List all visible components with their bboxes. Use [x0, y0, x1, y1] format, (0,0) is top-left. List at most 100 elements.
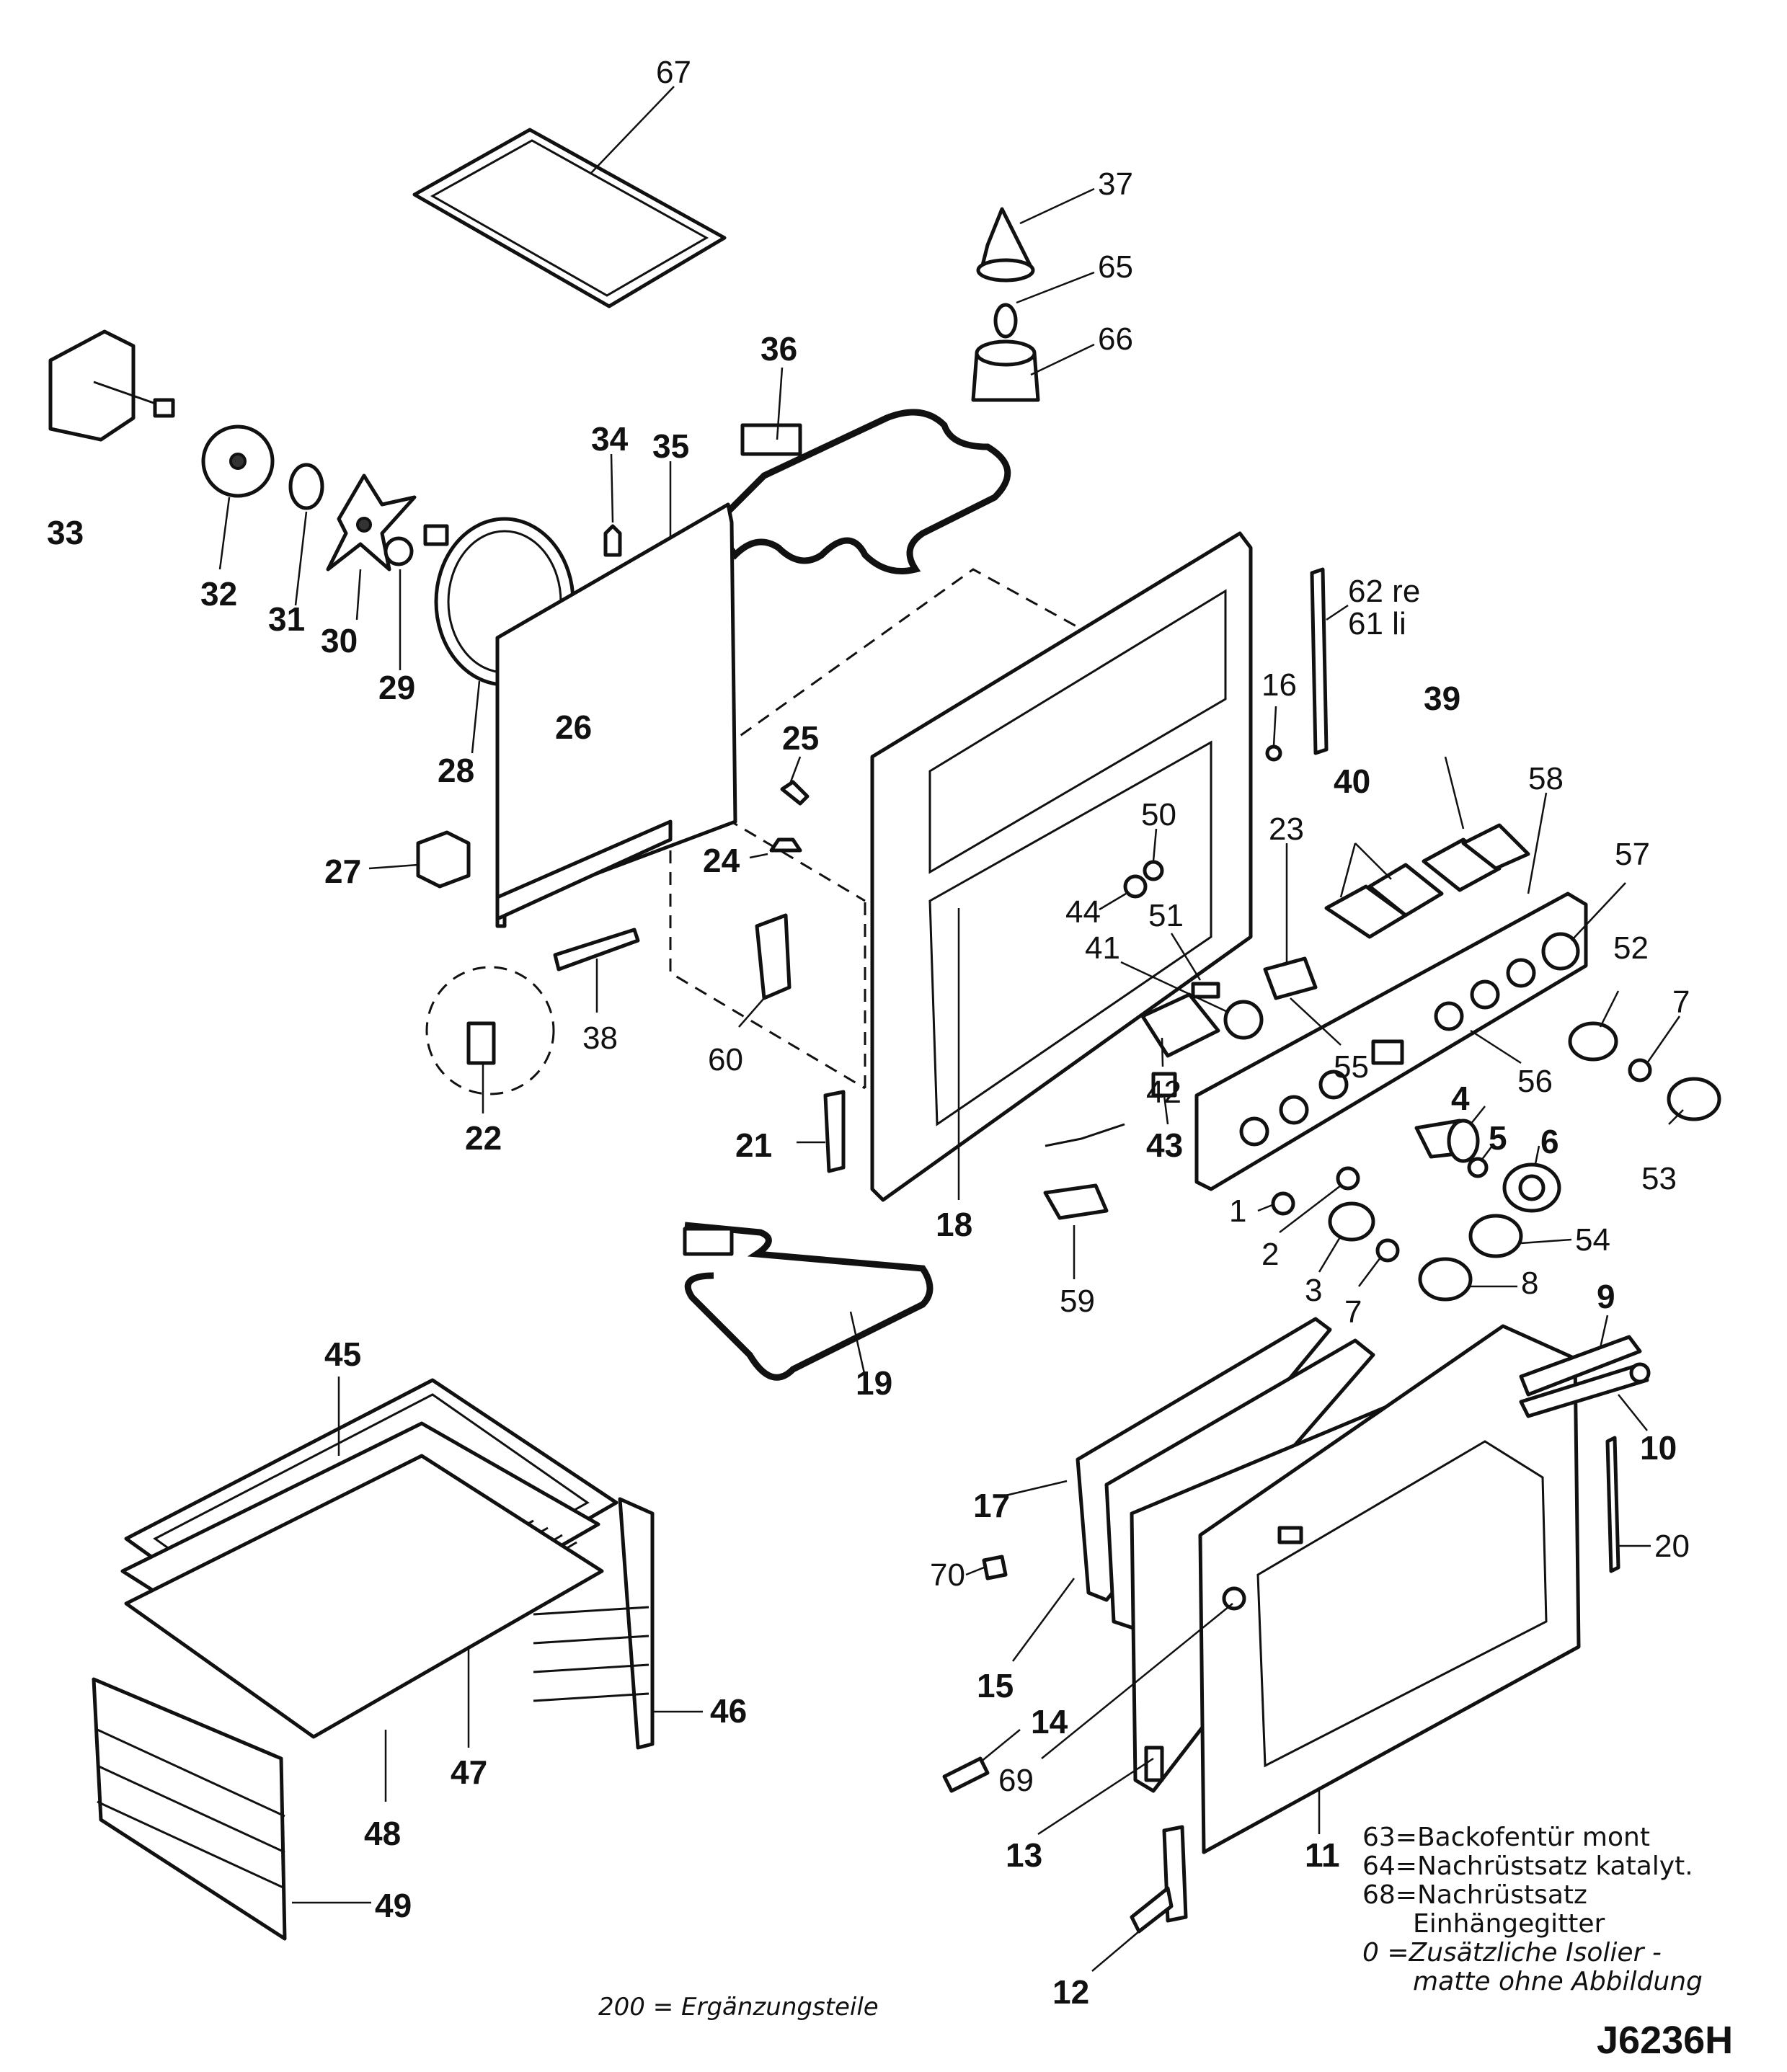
label-15: 15 [977, 1667, 1014, 1704]
part-4-lamp-holder [1414, 1119, 1480, 1163]
label-23: 23 [1269, 812, 1304, 847]
drawing-code: J6236H [1597, 2019, 1734, 2062]
part-21-hinge-receiver [823, 1090, 846, 1173]
label-47: 47 [451, 1753, 487, 1791]
label-5: 5 [1489, 1119, 1507, 1157]
part-51-bracket [1191, 982, 1220, 999]
part-48-drip-tray [124, 1454, 604, 1739]
label-49: 49 [375, 1887, 412, 1924]
legend-box: 63=Backofentür mont 64=Nachrüstsatz kata… [1362, 1823, 1703, 1996]
label-24: 24 [703, 842, 740, 879]
part-24-lamp-holder [769, 837, 802, 853]
legend-line-4: Einhängegitter [1413, 1909, 1605, 1939]
part-9-rail [1519, 1335, 1642, 1397]
label-43: 43 [1146, 1126, 1183, 1164]
part-2-bush [1336, 1166, 1360, 1191]
part-41-lamp-lens [1223, 1000, 1264, 1040]
label-69: 69 [998, 1763, 1034, 1798]
part-7-spring-front [1375, 1238, 1400, 1263]
label-70: 70 [930, 1557, 965, 1593]
part-34-clip [603, 524, 622, 557]
part-8-knob [1418, 1257, 1473, 1302]
label-53: 53 [1641, 1161, 1677, 1196]
part-19-bottom-element [683, 1222, 934, 1381]
label-62re: 62 re [1348, 574, 1420, 609]
footer-note: 200 = Ergänzungsteile [598, 1993, 879, 2022]
label-35: 35 [652, 427, 689, 465]
label-6: 6 [1540, 1123, 1559, 1160]
label-12: 12 [1052, 1973, 1089, 2011]
part-1-screw [1271, 1191, 1295, 1216]
label-60: 60 [708, 1042, 743, 1077]
label-21: 21 [735, 1126, 772, 1164]
part-27-terminal-box [416, 830, 471, 889]
label-17: 17 [973, 1487, 1010, 1524]
label-10: 10 [1640, 1429, 1677, 1467]
label-52: 52 [1613, 930, 1649, 966]
oven-back-panel [495, 502, 737, 928]
part-29-nut [383, 536, 414, 566]
part-50-nut [1143, 860, 1164, 881]
label-27: 27 [324, 853, 361, 890]
legend-line-3: 68=Nachrüstsatz [1362, 1880, 1587, 1910]
label-13: 13 [1006, 1836, 1042, 1874]
part-46-side-rack [533, 1497, 655, 1750]
label-54: 54 [1575, 1222, 1610, 1258]
label-39: 39 [1424, 680, 1460, 717]
part-70-clip [982, 1555, 1008, 1580]
part-12-hinge [1130, 1825, 1188, 1934]
label-44: 44 [1065, 894, 1101, 930]
part-59-terminal-block [1043, 1123, 1125, 1220]
label-36: 36 [761, 330, 797, 368]
label-7b: 7 [1344, 1294, 1362, 1330]
legend-line-2: 64=Nachrüstsatz katalyt. [1362, 1851, 1693, 1881]
label-26: 26 [555, 708, 592, 746]
legend-line-5: 0 =Zusätzliche Isolier - [1362, 1938, 1662, 1967]
part-31-bush [288, 463, 324, 510]
part-6-lamp-cover [1502, 1162, 1561, 1213]
oven-front-frame [870, 531, 1253, 1202]
label-3: 3 [1305, 1273, 1322, 1308]
control-panel-assembly [1194, 892, 1588, 1191]
part-7-spring [1628, 1058, 1652, 1082]
label-20: 20 [1654, 1529, 1690, 1564]
label-16: 16 [1261, 667, 1297, 703]
label-37: 37 [1098, 166, 1133, 202]
part-40-switches [1324, 863, 1444, 939]
label-9: 9 [1597, 1278, 1615, 1315]
label-66: 66 [1098, 321, 1133, 357]
label-51: 51 [1148, 898, 1184, 933]
part-25-bracket [780, 780, 810, 806]
label-40: 40 [1334, 762, 1370, 800]
part-20-door-strip [1605, 1436, 1620, 1573]
label-7a: 7 [1672, 984, 1690, 1020]
label-55: 55 [1334, 1049, 1369, 1085]
part-66-lamp-socket [971, 339, 1040, 402]
part-49-side-rack [92, 1677, 287, 1941]
part-54-knob [1468, 1214, 1523, 1258]
label-59: 59 [1060, 1284, 1095, 1319]
label-30: 30 [321, 622, 358, 659]
part-14-handle-end [942, 1756, 990, 1793]
part-33-fan-motor [48, 329, 175, 442]
label-14: 14 [1031, 1703, 1068, 1740]
legend-line-1: 63=Backofentür mont [1362, 1823, 1650, 1852]
label-28: 28 [438, 752, 474, 789]
label-34: 34 [591, 420, 629, 458]
part-23-timer [1263, 956, 1318, 1000]
part-67-seal-frame [412, 128, 727, 308]
label-57: 57 [1615, 837, 1650, 872]
label-46: 46 [710, 1692, 747, 1730]
label-38: 38 [582, 1021, 618, 1056]
oven-door-assembly [1076, 1317, 1581, 1854]
label-31: 31 [268, 600, 305, 638]
part-3-knob-ring [1328, 1201, 1375, 1242]
label-19: 19 [856, 1364, 892, 1402]
label-4: 4 [1451, 1080, 1470, 1117]
part-52-knob-ring [1568, 1021, 1618, 1062]
label-41: 41 [1085, 930, 1120, 966]
legend-line-6: matte ohne Abbildung [1413, 1967, 1703, 1996]
part-38-rack-holder [553, 928, 640, 971]
part-62-61-side-strip [1310, 567, 1329, 755]
